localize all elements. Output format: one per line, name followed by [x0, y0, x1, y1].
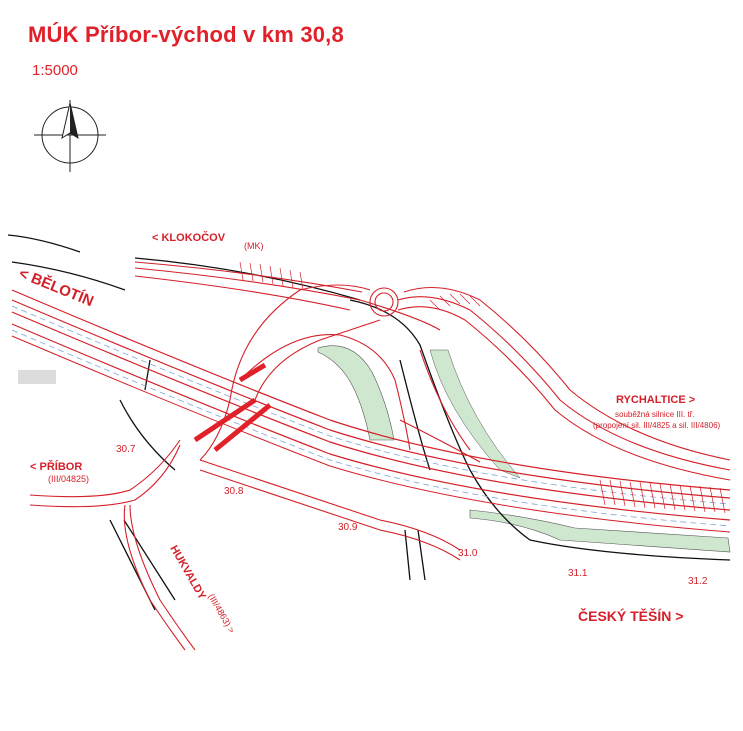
label-pribor: < PŘÍBOR — [30, 460, 82, 473]
motorway-d48 — [11, 289, 731, 533]
bridges — [193, 362, 272, 452]
km-30-7: 30.7 — [116, 444, 136, 455]
label-cesky-tesin: ČESKÝ TĚŠÍN > — [578, 607, 683, 624]
green-areas — [317, 345, 731, 553]
map-title: MÚK Příbor-východ v km 30,8 — [28, 22, 344, 47]
hatching — [239, 261, 726, 514]
label-hukvaldy-road: (III/4863) > — [206, 592, 237, 635]
label-rychaltice-note2: (propojení sil. III/4825 a sil. III/4806… — [593, 421, 721, 430]
label-klokocov: < KLOKOČOV — [152, 231, 226, 244]
label-belotin: < BĚLOTÍN — [17, 264, 97, 310]
terrain-lines — [7, 234, 731, 611]
label-pribor-road: (III/04825) — [48, 474, 89, 484]
label-rychaltice-note1: souběžná silnice III. tř. — [615, 410, 695, 419]
km-31-2: 31.2 — [688, 576, 708, 587]
label-klokocov-note: (MK) — [244, 241, 264, 251]
km-31-0: 31.0 — [458, 548, 478, 559]
north-arrow-icon — [34, 100, 106, 172]
map-scale: 1:5000 — [32, 62, 78, 79]
km-30-8: 30.8 — [224, 486, 244, 497]
label-rychaltice: RYCHALTICE > — [616, 394, 695, 406]
km-30-9: 30.9 — [338, 522, 358, 533]
km-31-1: 31.1 — [568, 568, 588, 579]
gray-block — [18, 370, 56, 384]
label-hukvaldy: HUKVALDY — [167, 544, 208, 603]
